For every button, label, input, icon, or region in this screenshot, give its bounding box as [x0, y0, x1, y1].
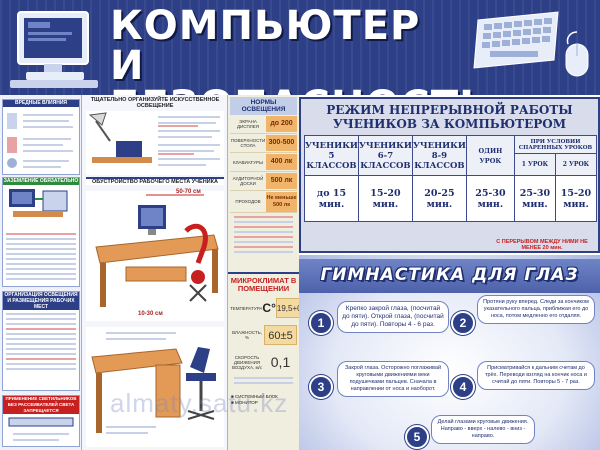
norm-row: ЭКРАНА ДИСПЛЕЯ до 200 лк [230, 115, 297, 143]
norm-value: до 200 лк [266, 116, 297, 143]
no-diffuser-title: ПРИМЕНЕНИЕ СВЕТИЛЬНИКОВ БЕЗ РАССЕИВАТЕЛЕ… [3, 396, 79, 414]
grounding-box: ЗАЗЕМЛЕНИЕ ОБЯЗАТЕЛЬНО [2, 177, 80, 287]
step-number: 2 [451, 311, 475, 335]
micro-key: СКОРОСТЬ ДВИЖЕНИЯ ВОЗДУХА, м/с [231, 354, 263, 370]
monitor-note: ■ МОНИТОР [231, 400, 258, 405]
step-text: Закрой глаза. Осторожно поглаживай круго… [337, 361, 449, 397]
gym-title-band [299, 259, 600, 293]
step-number: 5 [405, 425, 429, 449]
watermark: almaty.satu.kz [110, 388, 289, 418]
schedule-table: УЧЕНИКИ 5 КЛАССОВ УЧЕНИКИ 6-7 КЛАССОВ УЧ… [304, 135, 598, 222]
harmful-effects-diagram [7, 113, 73, 168]
norm-row: ПОВЕРХНОСТИ СТОЛА 300-500 лк [230, 134, 297, 162]
grounding-diagram [9, 189, 68, 217]
column-header: УЧЕНИКИ 6-7 КЛАССОВ [357, 135, 413, 176]
norm-key: КЛАВИАТУРЫ [232, 159, 264, 165]
step-text: Протяни руку вперед. Следи за кончиком у… [477, 295, 595, 324]
micro-key: ВЛАЖНОСТЬ, % [232, 330, 262, 340]
table-cell: 25-30 мин. [465, 175, 515, 222]
norm-key: АУДИТОРНОЙ ДОСКИ [232, 176, 264, 186]
desk-chair-illustration [86, 327, 224, 447]
header-banner: КОМПЬЮТЕР И БЕЗОПАСНОСТЬ [0, 0, 600, 95]
schedule-title: РЕЖИМ НЕПРЕРЫВНОЙ РАБОТЫ УЧЕНИКОВ ЗА КОМ… [326, 103, 573, 131]
norm-value: 500 лк [266, 173, 297, 189]
norm-key: ПОВЕРХНОСТИ СТОЛА [230, 138, 266, 148]
distance-label-keyboard: 10-30 см [138, 311, 163, 317]
micro-row: ТЕМПЕРАТУРА C° 19,5+0,5 [230, 296, 310, 320]
no-diffuser-box: ПРИМЕНЕНИЕ СВЕТИЛЬНИКОВ БЕЗ РАССЕИВАТЕЛЕ… [2, 395, 80, 447]
step-text: Делай глазами круговые движения. Направо… [431, 415, 535, 444]
middle-column: ТЩАТЕЛЬНО ОРГАНИЗУЙТЕ ИСКУССТВЕННОЕ ОСВЕ… [82, 95, 227, 450]
micro-row: СКОРОСТЬ ДВИЖЕНИЯ ВОЗДУХА, м/с 0,1 [230, 350, 297, 374]
norm-value: Не меньше 500 лк [266, 191, 297, 212]
norm-value: 300-500 лк [266, 135, 297, 162]
harmful-effects-title: ВРЕДНЫЕ ВЛИЯНИЯ [3, 100, 79, 107]
keyboard-icon [473, 11, 559, 69]
norms-column: НОРМЫ ОСВЕЩЕНИЯ ЭКРАНА ДИСПЛЕЯ до 200 лк… [227, 95, 310, 450]
micro-key: ТЕМПЕРАТУРА [230, 305, 263, 311]
gym-title: ГИМНАСТИКА ДЛЯ ГЛАЗ [320, 265, 579, 285]
left-column: ВРЕДНЫЕ ВЛИЯНИЯ ЗАЗЕМЛЕНИЕ ОБЯЗАТЕЛЬНО О… [0, 95, 82, 450]
table-cell: 25-30 мин. [513, 175, 556, 222]
monitor-icon [10, 11, 98, 88]
column-header: УЧЕНИКИ 8-9 КЛАССОВ [411, 135, 467, 176]
norm-key: ЭКРАНА ДИСПЛЕЯ [237, 119, 259, 129]
norm-value: 400 лк [266, 154, 297, 170]
norm-row: ПРОХОДОВ Не меньше 500 лк [230, 191, 297, 213]
step-text: Присматривайся к дальним счетам до трёх.… [477, 361, 595, 390]
system-unit-note: ■ СИСТЕМНЫЙ БЛОК [231, 394, 278, 399]
lamp-icon [8, 417, 74, 441]
step-text: Крепко закрой глаза, (посчитай до пяти).… [337, 301, 449, 333]
lighting-norms-heading: НОРМЫ ОСВЕЩЕНИЯ [230, 97, 297, 115]
table-cell: до 15 мин. [304, 175, 359, 222]
table-cell: 15-20 мин. [554, 175, 598, 222]
column-header: УЧЕНИКИ 5 КЛАССОВ [304, 135, 359, 176]
grounding-title: ЗАЗЕМЛЕНИЕ ОБЯЗАТЕЛЬНО [3, 178, 79, 185]
table-cell: 15-20 мин. [357, 175, 413, 222]
lighting-heading: ТЩАТЕЛЬНО ОРГАНИЗУЙТЕ ИСКУССТВЕННОЕ ОСВЕ… [90, 97, 220, 109]
workplace-heading: ОБУСТРОЙСТВО РАБОЧЕГО МЕСТА УЧЕНИКА [86, 177, 224, 185]
column-header: 1 УРОК [513, 153, 556, 176]
micro-row: ВЛАЖНОСТЬ, % 60±5 [230, 323, 297, 347]
step-number: 1 [309, 311, 333, 335]
mouse-icon [565, 31, 589, 77]
column-header: ПРИ УСЛОВИИ СПАРЕННЫХ УРОКОВ [513, 135, 598, 154]
micro-value: 60±5 [264, 325, 297, 345]
break-note: С ПЕРЕРЫВОМ МЕЖДУ НИМИ НЕ МЕНЕЕ 20 мин. [496, 239, 588, 251]
work-schedule-panel: РЕЖИМ НЕПРЕРЫВНОЙ РАБОТЫ УЧЕНИКОВ ЗА КОМ… [299, 97, 600, 253]
micro-value: 0,1 [270, 354, 291, 370]
column-header: ОДИН УРОК [465, 135, 515, 176]
harmful-effects-box: ВРЕДНЫЕ ВЛИЯНИЯ [2, 99, 80, 175]
page-title: КОМПЬЮТЕР И БЕЗОПАСНОСТЬ [110, 6, 490, 95]
norm-row: АУДИТОРНОЙ ДОСКИ 500 лк [230, 172, 297, 191]
norm-row: КЛАВИАТУРЫ 400 лк [230, 153, 297, 172]
eye-gymnastics-panel: ГИМНАСТИКА ДЛЯ ГЛАЗ 1 Крепко закрой глаз… [299, 255, 600, 450]
step-number: 3 [309, 375, 333, 399]
micro-unit: C° [262, 301, 276, 315]
step-number: 4 [451, 375, 475, 399]
norm-key: ПРОХОДОВ [235, 199, 261, 204]
norms-notes [231, 216, 296, 268]
lighting-organization-box: ОРГАНИЗАЦИЯ ОСВЕЩЕНИЯ И РАЗМЕЩЕНИЯ РАБОЧ… [2, 291, 80, 391]
desk-lamp-illustration [86, 111, 224, 175]
table-cell: 20-25 мин. [411, 175, 467, 222]
title-line-2: И БЕЗОПАСНОСТЬ [110, 43, 490, 95]
lighting-organization-title: ОРГАНИЗАЦИЯ ОСВЕЩЕНИЯ И РАЗМЕЩЕНИЯ РАБОЧ… [3, 292, 79, 310]
microclimate-heading: МИКРОКЛИМАТ В ПОМЕЩЕНИИ [228, 272, 299, 293]
title-line-1: КОМПЬЮТЕР [110, 3, 421, 49]
micro-notes [231, 377, 296, 391]
workplace-illustration [86, 191, 224, 321]
column-header: 2 УРОК [554, 153, 598, 176]
distance-label-screen: 50-70 см [176, 189, 201, 195]
table-row: до 15 мин. 15-20 мин. 20-25 мин. 25-30 м… [304, 175, 598, 222]
